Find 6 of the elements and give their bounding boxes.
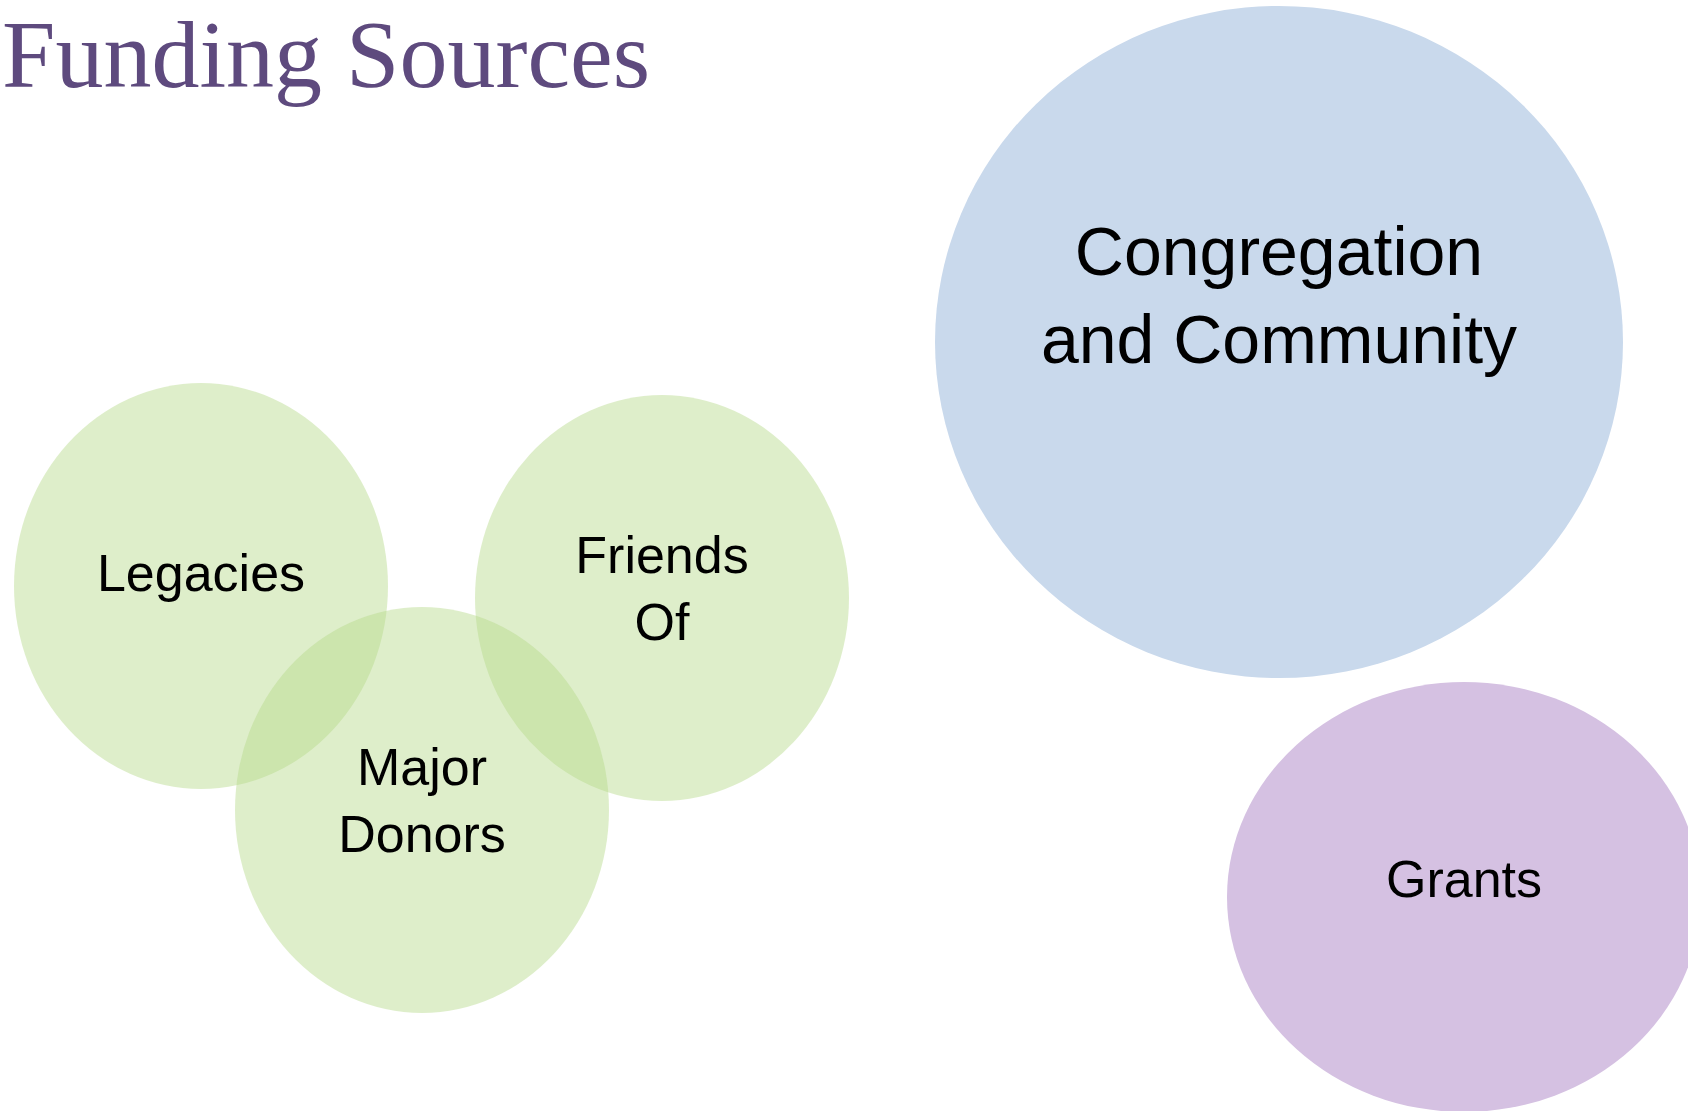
title: Funding Sources [2,2,650,108]
node-label: Congregation and Community [1039,211,1519,379]
node-label: Major Donors [337,737,507,866]
node-label: Grants [1384,849,1544,910]
node-label: Legacies [95,543,307,604]
node-label: Friends Of [574,525,750,654]
